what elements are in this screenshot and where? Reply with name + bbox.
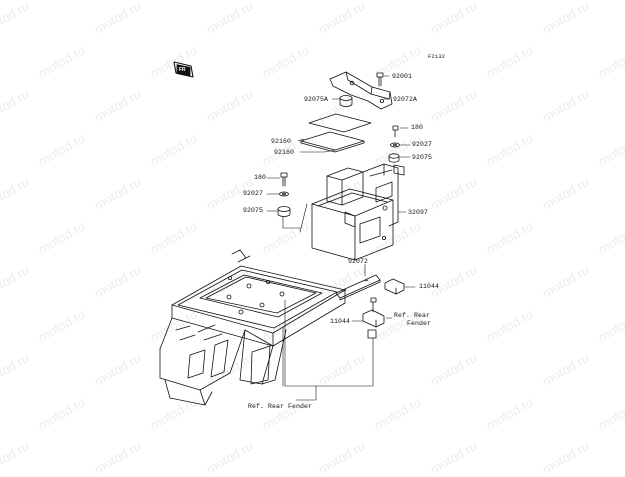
svg-text:FR: FR [179,67,186,73]
label-32097: 32097 [408,209,429,216]
label-11044-right: 11044 [419,283,440,290]
label-92027-left: 92027 [243,190,264,197]
top-damper [339,95,353,107]
label-11044-left: 11044 [330,318,351,325]
ref-rear-fender-bottom: Ref. Rear Fender [248,403,313,410]
ref-rear-fender-right-line2: Fender [407,320,432,327]
label-92072: 92072 [348,258,369,265]
label-92160-a: 92160 [271,138,292,145]
battery-case [311,163,405,261]
label-92072A: 92072A [393,96,418,103]
ref-rear-fender-right-line1: Ref. Rear [394,312,431,319]
rear-frame [159,249,346,406]
label-92075-left: 92075 [243,207,264,214]
label-92075-right: 92075 [412,154,433,161]
clip-right [384,278,405,295]
top-bracket [329,71,393,110]
front-arrow-icon: FR [173,61,194,78]
top-bolt [376,72,384,87]
label-92001: 92001 [392,73,413,80]
label-92075A: 92075A [304,96,329,103]
leader-lines [266,75,416,401]
right-hardware [388,125,400,163]
left-hardware [277,172,291,217]
label-180-left: 180 [254,174,267,181]
clip-left [362,309,385,339]
label-92027-right: 92027 [412,141,433,148]
battery-strap [335,274,381,301]
rubber-sheets [300,113,372,153]
figure-code: F2132 [428,53,446,60]
label-180-top: 180 [411,124,424,131]
label-92160-b: 92160 [274,149,295,156]
